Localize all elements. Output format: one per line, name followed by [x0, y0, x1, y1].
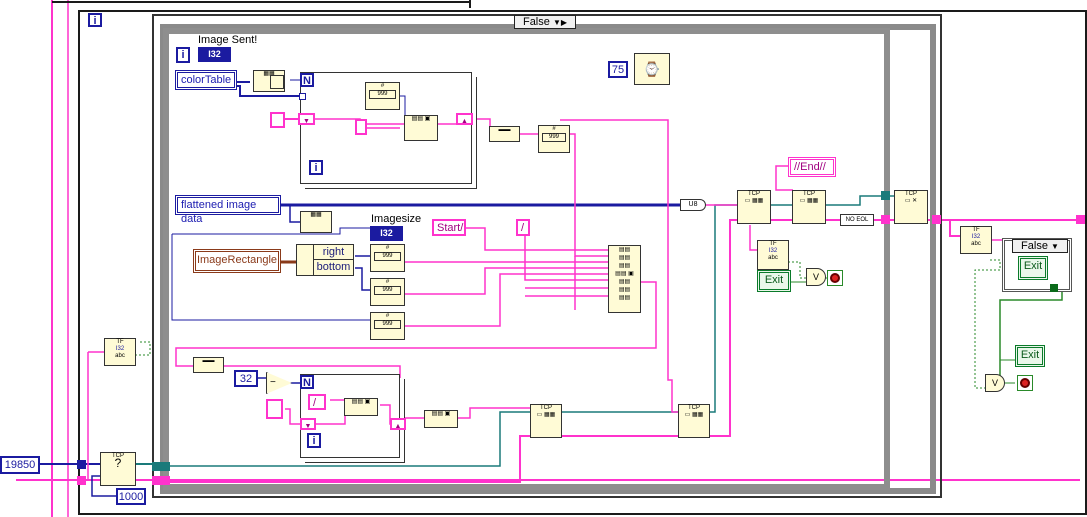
chevron-down-icon: ▼ — [1051, 242, 1059, 251]
concat-out-wire — [175, 281, 657, 367]
const-32[interactable]: 32 — [234, 370, 258, 387]
tcp-listen-node: TCP? — [100, 452, 136, 486]
slash-string-constant[interactable]: / — [516, 219, 530, 236]
tcp-write-node-3: TCP▭ ▦▦ — [737, 190, 771, 224]
array-index-icon — [270, 75, 284, 89]
lower-for-loop — [300, 374, 400, 458]
or-node-2: V — [985, 374, 1005, 392]
format-number-node-1: #999 — [365, 82, 400, 110]
image-rectangle-control[interactable]: ImageRectangle — [193, 249, 281, 273]
wait-ms-constant[interactable]: 75 — [608, 61, 628, 78]
upper-for-loop — [300, 72, 472, 184]
timeout-constant[interactable]: 1000 — [116, 488, 146, 505]
exit-button-2[interactable]: Exit — [1018, 256, 1048, 280]
shift-register-right-2: ▲ — [390, 418, 406, 430]
upper-loop-count-terminal: N — [300, 73, 314, 87]
tunnel-err-2 — [161, 476, 170, 485]
concat-strings-node-1: ▤▤ ▣ — [404, 115, 438, 141]
outer-while-loop — [78, 10, 1087, 515]
upper-loop-iteration-terminal: i — [309, 160, 323, 175]
array-size-node-2: ▦▦ — [300, 211, 332, 233]
format-number-node-4: #999 — [370, 278, 405, 306]
exit-button-1[interactable]: Exit — [757, 270, 791, 292]
tunnel-conn-right — [881, 191, 890, 200]
image-sent-label: Image Sent! — [198, 34, 258, 46]
format-number-node-3: #999 — [370, 244, 405, 272]
index-tunnel — [299, 93, 306, 100]
flattened-image-data-control[interactable]: flattened image data — [175, 195, 281, 225]
sequence-frame — [163, 28, 890, 490]
stop-icon-2 — [1020, 378, 1030, 388]
concat-strings-node-main: ▤▤▤▤▤▤▤▤ ▣▤▤▤▤▤▤ — [608, 245, 641, 313]
tcp-close-node: TCP▭ ✕ — [894, 190, 928, 224]
outer-iteration-terminal: i — [88, 13, 102, 27]
format-number-node-5: #999 — [370, 312, 405, 340]
timeout-wire — [91, 475, 116, 497]
string-length-node-2: ▬▬ — [193, 357, 224, 373]
tunnel-conn-1 — [152, 462, 161, 471]
tunnel-conn-2 — [161, 462, 170, 471]
imagesize-label: Imagesize — [371, 213, 422, 225]
error-wire-1 — [710, 219, 738, 437]
tunnel-err-out — [1076, 215, 1085, 224]
shift-register-left-1: ▼ — [298, 113, 315, 125]
format-number-node-2: #999 — [538, 125, 570, 153]
case-selector[interactable]: False ▼▶ — [514, 15, 576, 29]
chevron-down-icon: ▼▶ — [552, 18, 568, 27]
color-table-control[interactable]: colorTable — [175, 70, 237, 90]
inner-case-selector[interactable]: False ▼ — [1012, 239, 1068, 253]
start-string-constant[interactable]: Start/ — [432, 219, 466, 236]
string-constant-empty-3[interactable] — [266, 399, 283, 419]
teal-conn-1 — [165, 411, 530, 467]
image-sent-indicator: I32 — [198, 47, 231, 62]
teal-conn-3 — [826, 195, 886, 206]
image-sent-terminal-icon: i — [176, 47, 190, 63]
tunnel-error-left — [77, 476, 86, 485]
concat-strings-node-2: ▤▤ ▣ — [344, 398, 378, 416]
port-constant[interactable]: 19850 — [0, 456, 40, 474]
or-node-1: V — [806, 268, 826, 286]
imagesize-indicator: I32 — [370, 226, 403, 241]
unbundle-bottom-label: bottom — [316, 261, 351, 273]
stop-icon-1 — [830, 273, 840, 283]
unbundle-right-label: right — [314, 245, 353, 260]
tunnel-err-right-1 — [881, 215, 890, 224]
tcp-write-node-4: TCP▭ ▦▦ — [792, 190, 826, 224]
lower-loop-iteration-terminal: i — [307, 433, 321, 448]
exit-button-3[interactable]: Exit — [1015, 345, 1045, 367]
tunnel-port — [77, 460, 86, 469]
tunnel-err-1 — [152, 476, 161, 485]
shift-register-left-2: ▼ — [300, 418, 316, 430]
slash-string-constant-2[interactable]: / — [308, 394, 326, 410]
inner-case-tunnel — [1050, 284, 1058, 292]
string-length-node: ▬▬ — [489, 126, 520, 142]
tcp-write-node-1: TCP▭ ▦▦ — [530, 404, 562, 438]
tcp-write-node-2: TCP▭ ▦▦ — [678, 404, 710, 438]
wait-ms-node: ⌚ — [634, 53, 670, 85]
unbundle-by-name: right bottom — [296, 244, 354, 276]
string-constant-empty-1[interactable] — [270, 112, 285, 128]
lower-loop-count-terminal: N — [300, 375, 314, 389]
shift-register-right-1: ▲ — [456, 113, 473, 125]
type-cast-node: U8 — [680, 199, 706, 211]
tunnel-err-right-2 — [932, 215, 941, 224]
string-constant-empty-2[interactable] — [355, 119, 367, 135]
end-string-constant[interactable]: //End// — [788, 157, 836, 177]
no-eol-constant[interactable]: NO EOL — [840, 214, 874, 226]
concat-strings-node-3: ▤▤ ▣ — [424, 410, 458, 428]
